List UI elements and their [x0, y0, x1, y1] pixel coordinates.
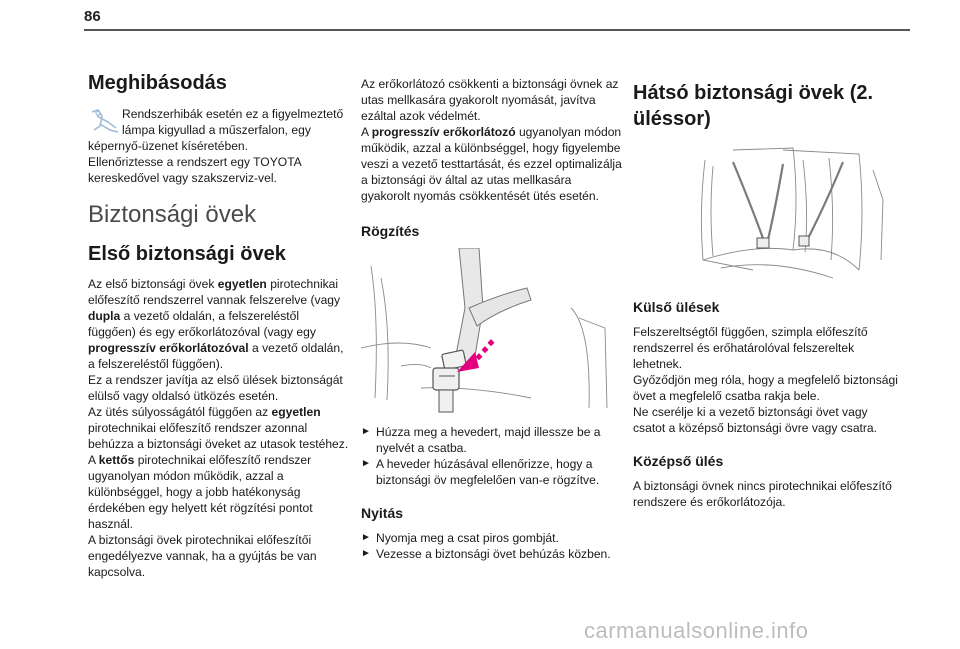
note-rest: képernyő-üzenet kíséretében. Ellenőrizte…	[88, 139, 302, 185]
front-belt-paragraph-2: Ez a rendszer javítja az első ülések biz…	[88, 373, 343, 403]
section-title: Biztonsági övek	[88, 201, 257, 228]
progressive-limiter-paragraph: A progresszív erőkorlátozó ugyanolyan mó…	[361, 125, 622, 203]
outer-seats-heading: Külső ülések	[633, 299, 720, 315]
column-3: Hátsó biztonsági övek (2. üléssor) Külső…	[633, 80, 903, 510]
outer-seats-text: Felszereltségtől függően, szimpla előfes…	[633, 325, 898, 435]
rear-seatbelts-heading: Hátsó biztonsági övek (2. üléssor)	[633, 82, 874, 130]
front-belt-paragraph-3: Az ütés súlyosságától függően az egyetle…	[88, 405, 349, 451]
bullet-arrow-icon: ►	[361, 426, 371, 437]
bullet-arrow-icon: ►	[361, 458, 371, 469]
opening-step-2: ► Vezesse a biztonsági övet behúzás közb…	[361, 547, 611, 561]
front-belt-paragraph-5: A biztonsági övek pirotechnikai előfeszí…	[88, 533, 317, 579]
fastening-step-2: ► A heveder húzásával ellenőrizze, hogy …	[361, 457, 600, 487]
front-belt-paragraph-4: A kettős pirotechnikai előfeszítő rendsz…	[88, 453, 313, 531]
note-line-2: lámpa kigyullad a műszerfalon, egy	[122, 123, 311, 137]
bullet-arrow-icon: ►	[361, 548, 371, 559]
middle-seat-heading: Középső ülés	[633, 453, 724, 469]
fastening-step-1: ► Húzza meg a hevedert, majd illessze be…	[361, 425, 601, 455]
front-seatbelts-heading: Első biztonsági övek	[88, 243, 286, 265]
front-belt-paragraph-1: Az első biztonsági övek egyetlen pirotec…	[88, 277, 344, 371]
header-rule	[84, 29, 910, 31]
buckle-fastening-illustration	[361, 248, 608, 413]
fastening-heading: Rögzítés	[361, 223, 420, 239]
bullet-arrow-icon: ►	[361, 532, 371, 543]
warning-note: Rendszerhibák esetén ez a figyelmeztető …	[88, 106, 350, 138]
column-2: Az erőkorlátozó csökkenti a biztonsági ö…	[361, 76, 623, 562]
watermark: carmanualsonline.info	[584, 618, 809, 643]
column-1: Meghibásodás Rendszerhibák esetén ez a f…	[88, 70, 350, 580]
page-number: 86	[84, 8, 101, 25]
note-line-1: Rendszerhibák esetén ez a figyelmeztető	[122, 107, 344, 121]
seatbelt-warning-lamp-icon	[91, 109, 119, 133]
opening-heading: Nyitás	[361, 505, 404, 521]
push-arrow-icon	[457, 339, 495, 372]
malfunction-heading: Meghibásodás	[88, 72, 227, 94]
middle-seat-text: A biztonsági övnek nincs pirotechnikai e…	[633, 479, 892, 509]
opening-step-1: ► Nyomja meg a csat piros gombját.	[361, 531, 559, 545]
rear-seats-illustration	[700, 147, 884, 279]
force-limiter-paragraph: Az erőkorlátozó csökkenti a biztonsági ö…	[361, 77, 619, 123]
